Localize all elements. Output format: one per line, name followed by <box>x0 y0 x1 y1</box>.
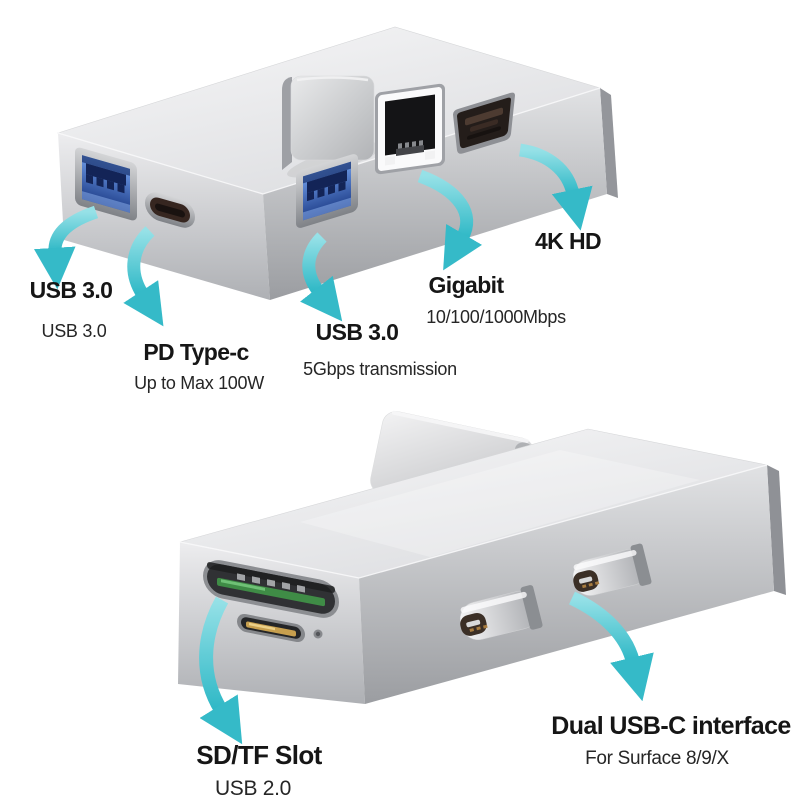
curved-arrow-icon-gigabit <box>417 169 483 271</box>
label-pd-typec-sub: Up to Max 100W <box>134 373 264 393</box>
curved-arrow-icon-sdtf <box>199 596 243 745</box>
hub2-right-end <box>767 465 786 595</box>
label-dual-usbc-sub: For Surface 8/9/X <box>585 748 729 769</box>
hub-right-end <box>600 88 618 198</box>
hub2-front-right-face <box>359 465 774 704</box>
label-pd-typec-title: PD Type-c <box>143 339 249 365</box>
top-view-arrows <box>33 143 593 327</box>
sd-card-slot-icon <box>203 560 339 618</box>
label-usb3-left-title: USB 3.0 <box>29 277 113 303</box>
label-dual-usbc-title: Dual USB-C interface <box>551 712 791 740</box>
label-gigabit-sub: 10/100/1000Mbps <box>426 307 566 327</box>
label-gigabit-title: Gigabit <box>428 272 504 298</box>
curved-arrow-icon-pd <box>123 226 164 327</box>
hub-bottom-view <box>178 410 786 745</box>
hdmi-port-icon <box>453 92 515 154</box>
curved-arrow-icon-usb3-left <box>33 205 99 290</box>
curved-arrow-icon-dual-usbc <box>568 591 654 702</box>
label-usb3-left-sub: USB 3.0 <box>41 321 107 341</box>
label-usb3-mid-title: USB 3.0 <box>315 319 399 345</box>
rj45-ethernet-port-icon <box>375 83 445 175</box>
hub2-sheen <box>300 450 700 557</box>
hub-top-view <box>33 26 618 327</box>
led-indicator-icon <box>313 629 323 639</box>
label-sd-tf-title: SD/TF Slot <box>196 740 322 770</box>
label-usb3-mid-sub: 5Gbps transmission <box>303 359 457 379</box>
mount-clamp-tab-icon <box>282 75 375 170</box>
curved-arrow-icon-usb3-mid <box>300 232 343 322</box>
label-4k-hd-title: 4K HD <box>534 228 602 254</box>
curved-arrow-icon-4k <box>518 143 593 231</box>
tf-card-slot-icon <box>237 613 305 643</box>
label-sd-tf-sub: USB 2.0 <box>214 777 292 800</box>
hub-front-right-face <box>263 88 607 300</box>
hub2-edge-highlight <box>179 464 768 579</box>
bottom-view-arrows <box>199 591 654 745</box>
usb-c-pd-port-icon <box>145 192 195 228</box>
